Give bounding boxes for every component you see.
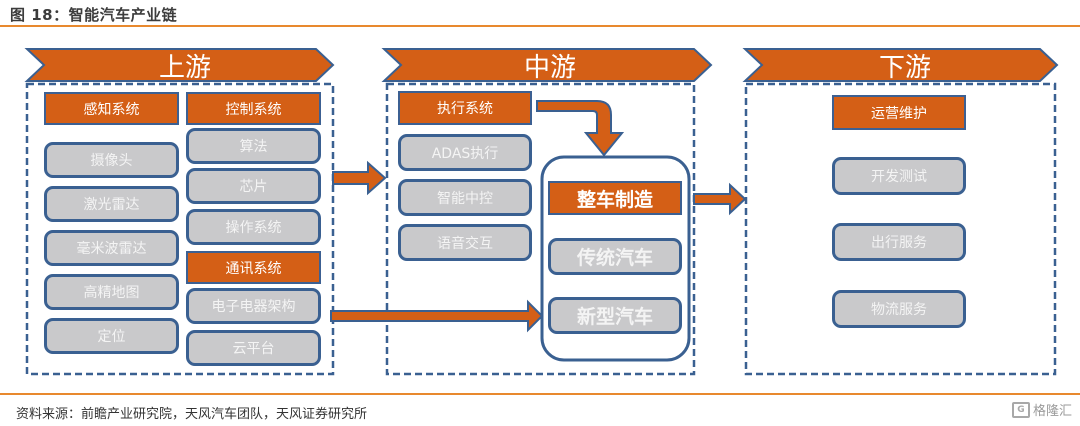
execution-item: 智能中控: [398, 179, 532, 216]
downstream-label: 下游: [878, 53, 931, 83]
downstream-banner: [742, 48, 1059, 82]
figure-title: 图 18：智能汽车产业链: [10, 6, 178, 24]
manufacturing-item: 新型汽车: [548, 297, 682, 334]
top-rule: [0, 25, 1080, 27]
execution-item: ADAS执行: [398, 134, 532, 171]
execution-item: 语音交互: [398, 224, 532, 261]
logo-icon: G: [1011, 401, 1030, 418]
logo-text: 格隆汇: [1032, 404, 1072, 419]
perception-item: 定位: [44, 318, 179, 354]
midstream-label: 中游: [523, 53, 576, 83]
watermark-logo: G 格隆汇: [1011, 400, 1072, 419]
perception-item: 摄像头: [44, 142, 179, 178]
communication-item: 云平台: [186, 330, 321, 366]
downstream-item: 出行服务: [832, 223, 966, 261]
arrow-midstream-to-downstream: [693, 182, 747, 216]
perception-item: 激光雷达: [44, 186, 179, 222]
control-item: 操作系统: [186, 209, 321, 245]
upstream-container: [25, 82, 335, 376]
communication-system-header: 通讯系统: [186, 251, 321, 284]
midstream-banner: [381, 48, 713, 82]
downstream-container: [744, 82, 1057, 376]
midstream-container: [385, 82, 696, 376]
arrow-upstream-to-midstream: [332, 160, 387, 196]
arrow-execution-to-manufacturing: [536, 100, 625, 157]
operations-maintenance-header: 运营维护: [832, 95, 966, 130]
bottom-rule: [0, 393, 1080, 395]
downstream-item: 开发测试: [832, 157, 966, 195]
perception-item: 毫米波雷达: [44, 230, 179, 266]
manufacturing-item: 传统汽车: [548, 238, 682, 275]
communication-item: 电子电器架构: [186, 288, 321, 324]
control-system-header: 控制系统: [186, 92, 321, 125]
source-note: 资料来源：前瞻产业研究院，天风汽车团队，天风证券研究所: [16, 407, 368, 422]
control-item: 芯片: [186, 168, 321, 204]
arrow-upstream-to-new-vehicles: [330, 299, 544, 333]
upstream-banner: [24, 48, 335, 82]
perception-item: 高精地图: [44, 274, 179, 310]
control-item: 算法: [186, 128, 321, 164]
execution-system-header: 执行系统: [398, 91, 532, 125]
perception-system-header: 感知系统: [44, 92, 179, 125]
upstream-label: 上游: [158, 53, 211, 83]
manufacturing-header: 整车制造: [548, 181, 682, 215]
downstream-item: 物流服务: [832, 290, 966, 328]
